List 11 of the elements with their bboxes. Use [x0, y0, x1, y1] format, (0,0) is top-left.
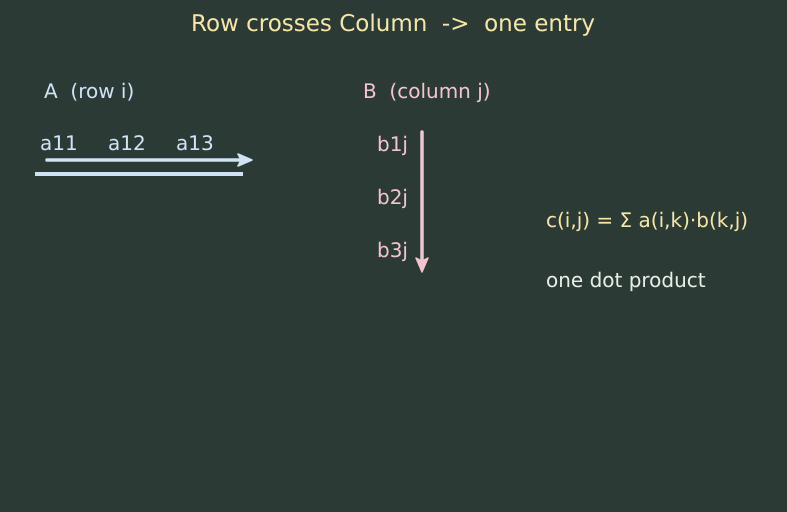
matrix-entry: b3j: [377, 238, 408, 262]
matrix-entry: a11: [40, 131, 78, 155]
note-text: one dot product: [546, 268, 706, 292]
matrix-entry: b2j: [377, 185, 408, 209]
formula: c(i,j) = Σ a(i,k)·b(k,j): [546, 208, 748, 232]
matrix-entry: a13: [176, 131, 214, 155]
matrix-name: A (row i): [44, 79, 134, 103]
title: Row crosses Column -> one entry: [191, 11, 596, 39]
matrix-entry: a12: [108, 131, 146, 155]
matrix-entry: b1j: [377, 132, 408, 156]
matrix-name: B (column j): [363, 79, 491, 103]
